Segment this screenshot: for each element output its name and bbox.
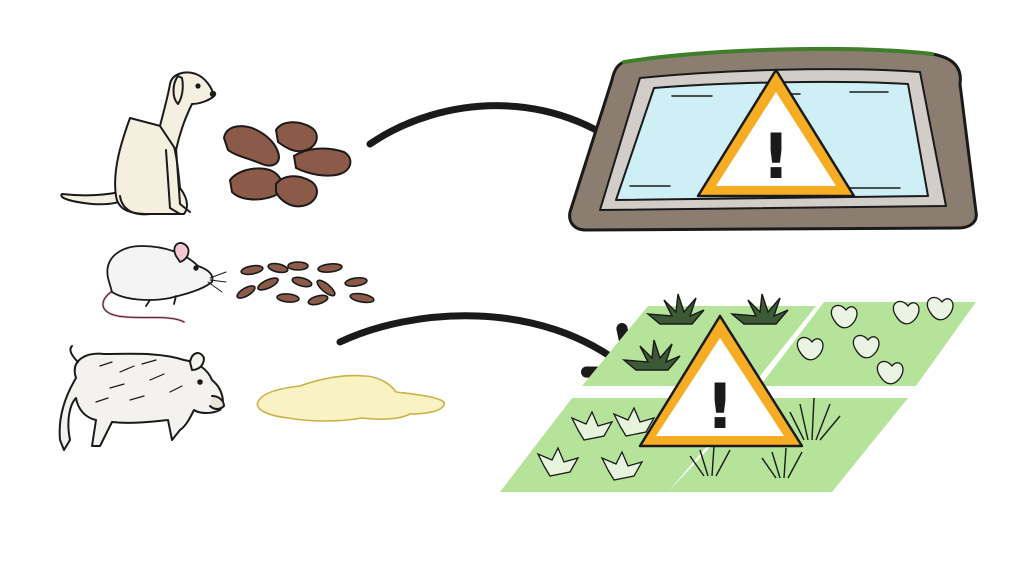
- warning-exclamation: !: [762, 120, 790, 193]
- warning-exclamation: !: [706, 370, 734, 443]
- warning-triangle-icon: !: [638, 314, 804, 448]
- dog-icon: [60, 71, 217, 216]
- dog-feces-icon: [223, 121, 352, 208]
- warning-triangle-icon: !: [696, 68, 856, 198]
- boar-icon: [58, 345, 225, 451]
- urine-puddle-icon: [256, 374, 445, 422]
- rat-droppings-icon: [236, 261, 375, 306]
- arrow-to-field: [336, 312, 638, 379]
- rat-icon: [101, 242, 227, 324]
